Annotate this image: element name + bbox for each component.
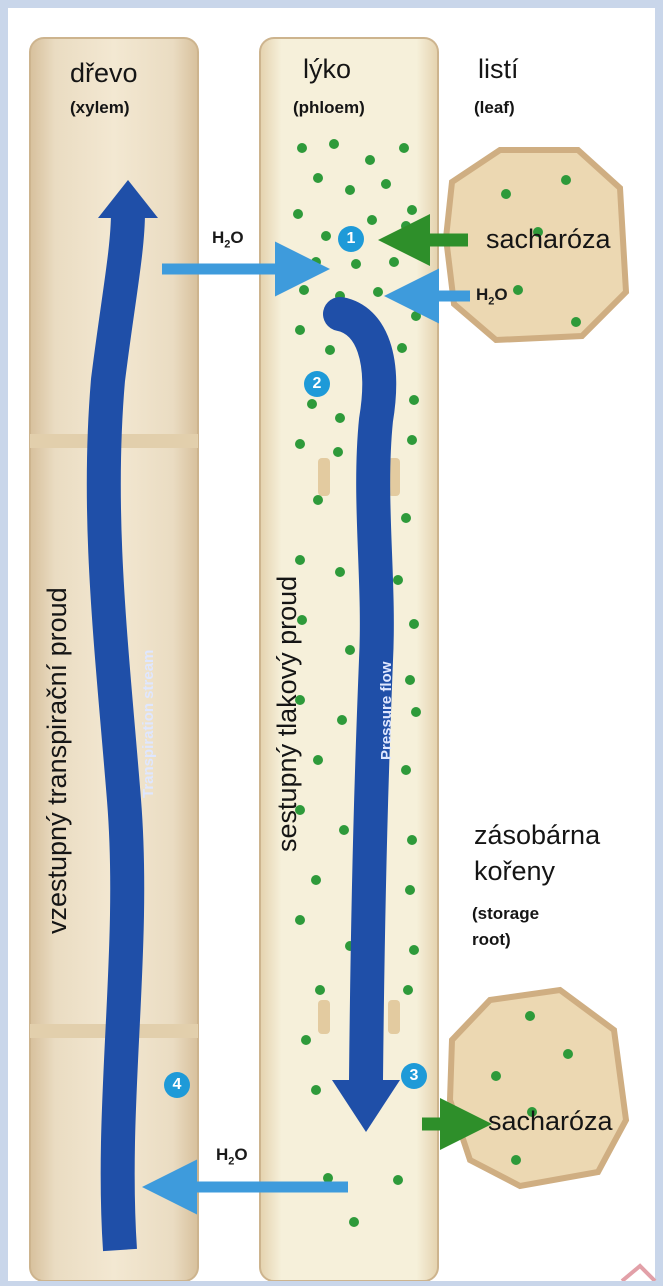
sucrose-dot <box>403 985 413 995</box>
sucrose-dot <box>337 715 347 725</box>
sucrose-dot <box>393 1175 403 1185</box>
sucrose-dot <box>501 189 511 199</box>
sucrose-dot <box>511 1155 521 1165</box>
sucrose-dot <box>405 675 415 685</box>
water-label-top-left: H2O <box>212 228 244 250</box>
step-badge-1: 1 <box>338 226 364 252</box>
water-label-leaf: H2O <box>476 285 508 307</box>
pressure-flow-text: Pressure flow <box>378 662 395 760</box>
sucrose-dot <box>373 287 383 297</box>
storage-root-cell <box>450 990 626 1186</box>
sucrose-dot <box>349 1217 359 1227</box>
sucrose-dot <box>351 259 361 269</box>
sucrose-dot <box>571 317 581 327</box>
sucrose-dot <box>381 179 391 189</box>
sucrose-dot <box>401 221 411 231</box>
sucrose-label-top: sacharóza <box>486 224 611 255</box>
ascending-stream-label: vzestupný transpirační proud <box>42 587 73 934</box>
sucrose-dot <box>405 885 415 895</box>
sucrose-dot <box>335 567 345 577</box>
water-label-bottom: H2O <box>216 1145 248 1167</box>
sucrose-dot <box>311 875 321 885</box>
sucrose-dot <box>491 1071 501 1081</box>
step-badge-3: 3 <box>401 1063 427 1089</box>
sucrose-dot <box>345 185 355 195</box>
sucrose-dot <box>525 1011 535 1021</box>
storage-label-line-2: kořeny <box>474 856 555 887</box>
sucrose-dot <box>367 215 377 225</box>
sucrose-dot <box>407 435 417 445</box>
sucrose-dot <box>407 205 417 215</box>
step-badge-2: 2 <box>304 371 330 397</box>
sucrose-dot <box>301 1035 311 1045</box>
sucrose-dot <box>311 1085 321 1095</box>
sucrose-dot <box>409 395 419 405</box>
sucrose-dot <box>333 447 343 457</box>
sucrose-dot <box>313 755 323 765</box>
sucrose-label-bottom: sacharóza <box>488 1106 613 1137</box>
step-badge-4: 4 <box>164 1072 190 1098</box>
sucrose-dot <box>561 175 571 185</box>
storage-english-line-2: root) <box>472 930 511 950</box>
sucrose-dot <box>345 645 355 655</box>
sucrose-dot <box>399 143 409 153</box>
sucrose-dot <box>365 155 375 165</box>
xylem-label: dřevo <box>70 58 138 89</box>
storage-english-line-1: (storage <box>472 904 539 924</box>
sucrose-dot <box>401 513 411 523</box>
sucrose-dot <box>313 495 323 505</box>
sucrose-dot <box>411 311 421 321</box>
transpiration-stream-text: Transpiration stream <box>140 650 157 798</box>
sucrose-dot <box>293 209 303 219</box>
sucrose-dot <box>389 257 399 267</box>
leaf-english-label: (leaf) <box>474 98 515 118</box>
sucrose-dot <box>315 985 325 995</box>
sucrose-dot <box>307 399 317 409</box>
sucrose-dot <box>401 765 411 775</box>
sucrose-dot <box>299 285 309 295</box>
sucrose-dot <box>297 143 307 153</box>
descending-stream-label: sestupný tlakový proud <box>272 576 303 852</box>
sucrose-dot <box>329 139 339 149</box>
sucrose-dot <box>407 835 417 845</box>
xylem-english-label: (xylem) <box>70 98 130 118</box>
sucrose-dot <box>335 413 345 423</box>
sucrose-dot <box>409 945 419 955</box>
sucrose-dot <box>295 439 305 449</box>
leaf-label: listí <box>478 54 519 85</box>
sucrose-dot <box>513 285 523 295</box>
storage-label-line-1: zásobárna <box>474 820 600 851</box>
sucrose-dot <box>563 1049 573 1059</box>
sucrose-dot <box>295 555 305 565</box>
sucrose-dot <box>397 343 407 353</box>
phloem-label: lýko <box>303 54 351 85</box>
sucrose-dot <box>321 231 331 241</box>
sucrose-dot <box>311 257 321 267</box>
sucrose-dot <box>409 619 419 629</box>
sucrose-dot <box>411 707 421 717</box>
sucrose-dot <box>325 345 335 355</box>
sucrose-dot <box>295 325 305 335</box>
sucrose-dot <box>393 575 403 585</box>
sucrose-dot <box>313 173 323 183</box>
sucrose-dot <box>295 915 305 925</box>
sucrose-dot <box>339 825 349 835</box>
phloem-english-label: (phloem) <box>293 98 365 118</box>
